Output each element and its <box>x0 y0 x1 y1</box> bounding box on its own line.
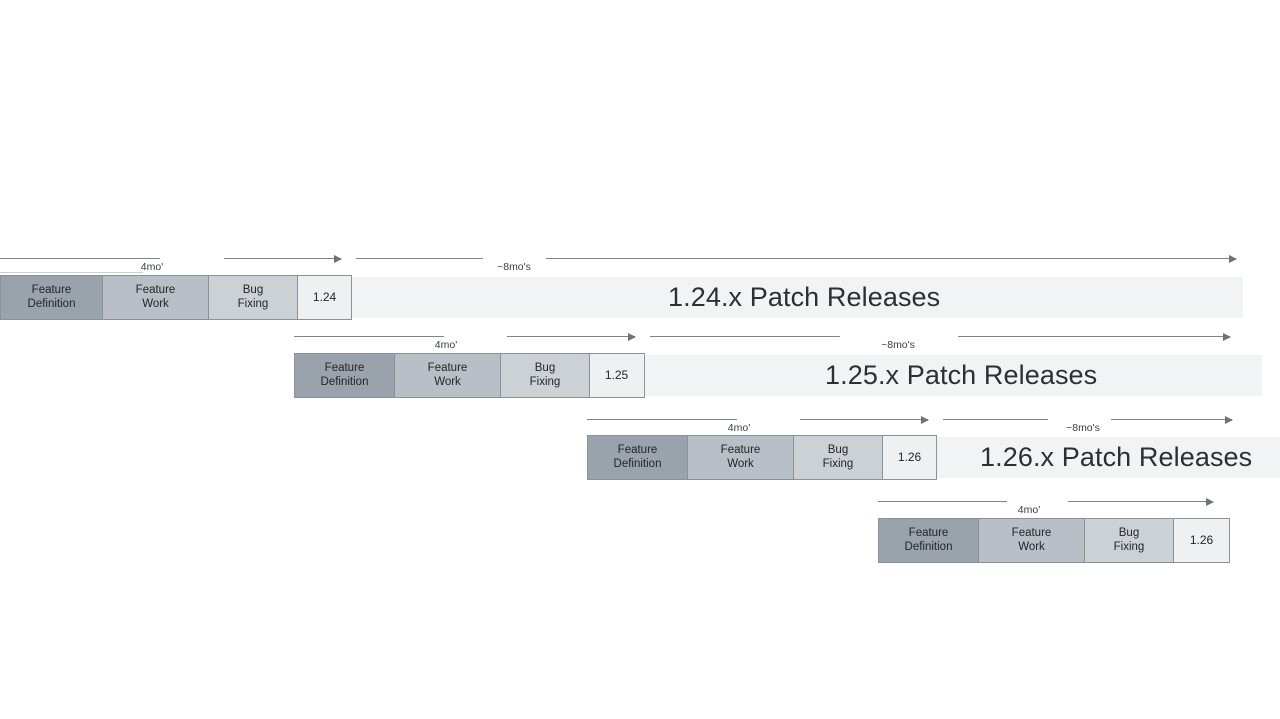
phase-cell-line2: Definition <box>27 297 76 310</box>
version-label: 1.24 <box>312 289 337 304</box>
dimension-segment-right-arrow <box>507 332 636 341</box>
phase-cell-feature-work: Feature Work <box>688 436 794 479</box>
phase-cell-line1: Bug <box>827 444 849 456</box>
phase-cell-version: 1.24 <box>298 276 351 319</box>
dimension-8mo-row1: ~8mo's <box>356 252 1237 273</box>
phase-cell-version: 1.26 <box>883 436 936 479</box>
phase-cell-line2: Fixing <box>237 297 269 310</box>
dimension-label-8mo: ~8mo's <box>497 261 531 273</box>
version-label: 1.25 <box>604 367 629 382</box>
phase-cell-line1: Feature <box>908 527 949 539</box>
patch-release-label: 1.24.x Patch Releases <box>668 282 941 312</box>
phase-cell-line2: Work <box>727 457 754 470</box>
phase-cell-feature-definition: Feature Definition <box>1 276 103 319</box>
phase-cell-feature-definition: Feature Definition <box>295 354 395 397</box>
dimension-4mo-row4: 4mo' <box>878 495 1214 516</box>
phase-cell-line1: Feature <box>324 362 365 374</box>
dimension-8mo-row2: ~8mo's <box>650 330 1231 351</box>
dimension-label-8mo: ~8mo's <box>881 339 915 351</box>
dimension-label-4mo: 4mo' <box>434 339 458 351</box>
phase-cell-feature-work: Feature Work <box>395 354 501 397</box>
version-label: 1.26 <box>1189 532 1214 547</box>
phase-cell-line2: Fixing <box>822 457 854 470</box>
phase-cell-line1: Bug <box>1118 527 1140 539</box>
patch-release-label: 1.26.x Patch Releases <box>980 442 1253 472</box>
phase-cell-bug-fixing: Bug Fixing <box>501 354 590 397</box>
dimension-segment-left <box>294 336 444 337</box>
phase-cell-feature-definition: Feature Definition <box>879 519 979 562</box>
phase-cell-line2: Fixing <box>529 375 561 388</box>
dimension-label-4mo: 4mo' <box>1017 504 1041 516</box>
dimension-label-4mo: 4mo' <box>140 261 164 273</box>
dimension-label-8mo: ~8mo's <box>1066 422 1100 434</box>
dimension-4mo-row1: 4mo' <box>0 252 342 273</box>
phase-cell-line1: Bug <box>242 284 264 296</box>
row-hairline <box>0 272 143 273</box>
phase-cell-feature-definition: Feature Definition <box>588 436 688 479</box>
patch-release-label: 1.25.x Patch Releases <box>825 360 1098 390</box>
dimension-4mo-row2: 4mo' <box>294 330 636 351</box>
phase-bar-126-next: Feature Definition Feature Work Bug Fixi… <box>878 518 1230 563</box>
phase-cell-line2: Definition <box>320 375 369 388</box>
phase-cell-line1: Feature <box>135 284 176 296</box>
phase-cell-version: 1.26 <box>1174 519 1229 562</box>
phase-cell-line1: Feature <box>1011 527 1052 539</box>
dimension-segment-right-arrow <box>546 254 1237 263</box>
phase-cell-line1: Feature <box>31 284 72 296</box>
phase-cell-line2: Work <box>1018 540 1045 553</box>
dimension-segment-right-arrow <box>1068 497 1214 506</box>
dimension-label-4mo: 4mo' <box>727 422 751 434</box>
dimension-8mo-row3: ~8mo's <box>943 413 1233 434</box>
phase-cell-line1: Feature <box>720 444 761 456</box>
phase-cell-bug-fixing: Bug Fixing <box>209 276 298 319</box>
phase-cell-line2: Fixing <box>1113 540 1145 553</box>
phase-cell-bug-fixing: Bug Fixing <box>794 436 883 479</box>
dimension-segment-right-arrow <box>224 254 342 263</box>
version-label: 1.26 <box>897 449 922 464</box>
phase-cell-version: 1.25 <box>590 354 643 397</box>
phase-cell-line2: Definition <box>613 457 662 470</box>
phase-cell-line1: Bug <box>534 362 556 374</box>
phase-cell-feature-work: Feature Work <box>979 519 1085 562</box>
phase-cell-line1: Feature <box>617 444 658 456</box>
phase-bar-125: Feature Definition Feature Work Bug Fixi… <box>294 353 645 398</box>
phase-cell-feature-work: Feature Work <box>103 276 209 319</box>
dimension-segment-left <box>650 336 840 337</box>
dimension-segment-left <box>0 258 160 259</box>
dimension-segment-right-arrow <box>800 415 929 424</box>
phase-cell-line2: Work <box>434 375 461 388</box>
dimension-segment-right-arrow <box>1111 415 1233 424</box>
phase-cell-bug-fixing: Bug Fixing <box>1085 519 1174 562</box>
dimension-4mo-row3: 4mo' <box>587 413 929 434</box>
phase-cell-line1: Feature <box>427 362 468 374</box>
dimension-segment-left <box>943 419 1048 420</box>
dimension-segment-right-arrow <box>958 332 1231 341</box>
dimension-segment-left <box>587 419 737 420</box>
phase-cell-line2: Work <box>142 297 169 310</box>
dimension-segment-left <box>878 501 1007 502</box>
phase-cell-line2: Definition <box>904 540 953 553</box>
phase-bar-126: Feature Definition Feature Work Bug Fixi… <box>587 435 937 480</box>
phase-bar-124: Feature Definition Feature Work Bug Fixi… <box>0 275 352 320</box>
dimension-segment-left <box>356 258 483 259</box>
